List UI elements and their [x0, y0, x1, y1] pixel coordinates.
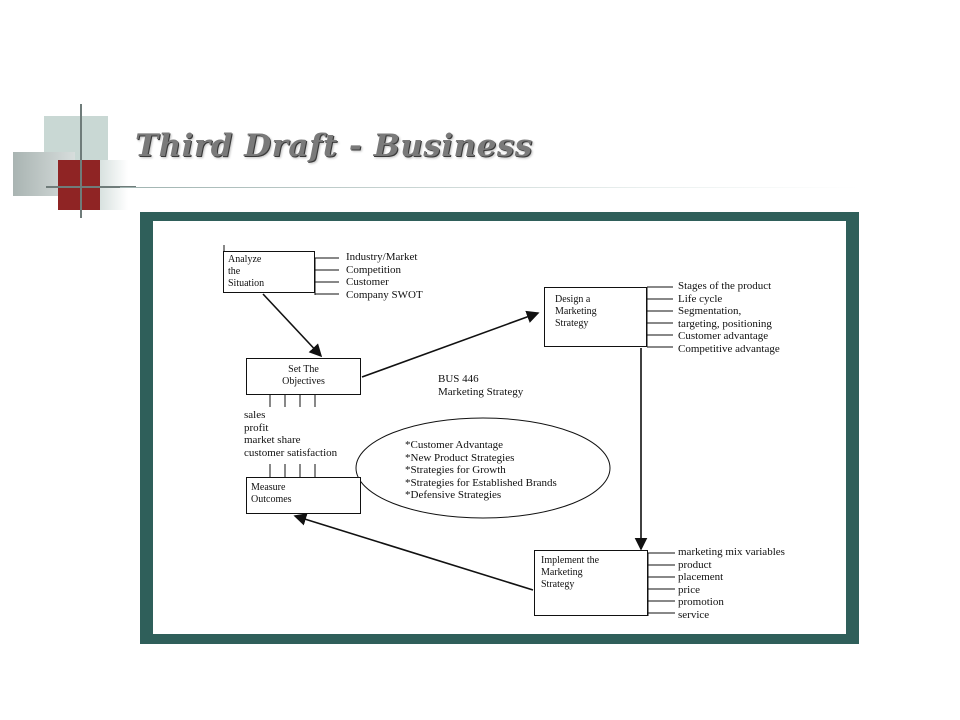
implement-item: product: [678, 558, 712, 571]
center-course-label: BUS 446 Marketing Strategy: [438, 373, 523, 398]
objective-items: sales profit market share customer satis…: [244, 409, 337, 459]
node-analyze-line-3: Situation: [228, 278, 265, 289]
node-measure-outcomes: Measure Outcomes: [246, 477, 361, 514]
node-implement-strategy: Implement the Marketing Strategy: [534, 550, 648, 616]
decor-horizontal-line: [46, 186, 136, 188]
design-item: Customer advantage: [678, 330, 769, 342]
design-item: Competitive advantage: [678, 342, 780, 355]
ellipse-item: *Defensive Strategies: [405, 489, 502, 501]
node-design-strategy: Design a Marketing Strategy: [544, 287, 647, 347]
analyze-item: Customer: [346, 276, 389, 288]
slide-title: Third Draft - Business: [135, 128, 533, 164]
node-objectives-line-2: Objectives: [282, 376, 325, 387]
ellipse-item: *Customer Advantage: [405, 439, 504, 451]
decor-square-red: [58, 160, 108, 210]
objective-item: profit: [244, 421, 269, 434]
design-item: targeting, positioning: [678, 317, 772, 330]
implement-item: marketing mix variables: [678, 546, 785, 558]
node-implement-line-1: Implement the: [541, 555, 600, 566]
strategies-ellipse: [355, 417, 611, 519]
design-item: Stages of the product: [678, 280, 772, 292]
course-name: Marketing Strategy: [438, 385, 524, 398]
analyze-item: Industry/Market: [346, 251, 418, 263]
node-objectives-line-1: Set The: [288, 364, 319, 375]
node-measure-line-1: Measure: [251, 482, 286, 493]
implement-items: marketing mix variables product placemen…: [678, 546, 785, 621]
node-set-objectives: Set The Objectives: [246, 358, 361, 395]
analyze-items: Industry/Market Competition Customer Com…: [346, 251, 423, 301]
node-analyze-situation: Analyze the Situation: [223, 251, 315, 293]
decor-vertical-line: [80, 104, 82, 218]
analyze-item: Company SWOT: [346, 288, 423, 301]
arrow-objectives-to-design: [361, 310, 540, 378]
implement-item: placement: [678, 571, 724, 583]
arrow-analyze-to-objectives: [262, 293, 323, 358]
ellipse-items: *Customer Advantage *New Product Strateg…: [405, 439, 557, 502]
diagram-connectors: [223, 245, 675, 616]
ellipse-item: *Strategies for Established Brands: [405, 476, 557, 489]
design-item: Life cycle: [678, 292, 723, 305]
node-design-line-1: Design a: [555, 294, 591, 305]
objective-item: customer satisfaction: [244, 446, 338, 459]
diagram-canvas: Analyze the Situation Set The Objectives…: [153, 221, 846, 634]
objective-item: sales: [244, 409, 266, 421]
implement-item: promotion: [678, 596, 724, 608]
node-analyze-line-1: Analyze: [228, 254, 262, 265]
node-design-line-2: Marketing: [555, 306, 597, 317]
objective-item: market share: [244, 434, 301, 446]
node-implement-line-3: Strategy: [541, 579, 575, 590]
title-divider: [120, 187, 860, 188]
ellipse-item: *Strategies for Growth: [405, 464, 506, 476]
node-measure-line-2: Outcomes: [251, 494, 292, 505]
implement-item: price: [678, 583, 700, 596]
node-design-line-3: Strategy: [555, 318, 589, 329]
node-analyze-line-2: the: [228, 266, 241, 277]
ellipse-item: *New Product Strategies: [405, 451, 515, 464]
implement-item: service: [678, 608, 710, 621]
analyze-item: Competition: [346, 263, 401, 276]
decor-square-fade: [100, 160, 128, 210]
arrow-implement-to-measure: [293, 513, 534, 591]
course-code: BUS 446: [438, 373, 479, 385]
design-item: Segmentation,: [678, 305, 742, 317]
node-implement-line-2: Marketing: [541, 567, 583, 578]
design-items: Stages of the product Life cycle Segment…: [678, 280, 780, 355]
